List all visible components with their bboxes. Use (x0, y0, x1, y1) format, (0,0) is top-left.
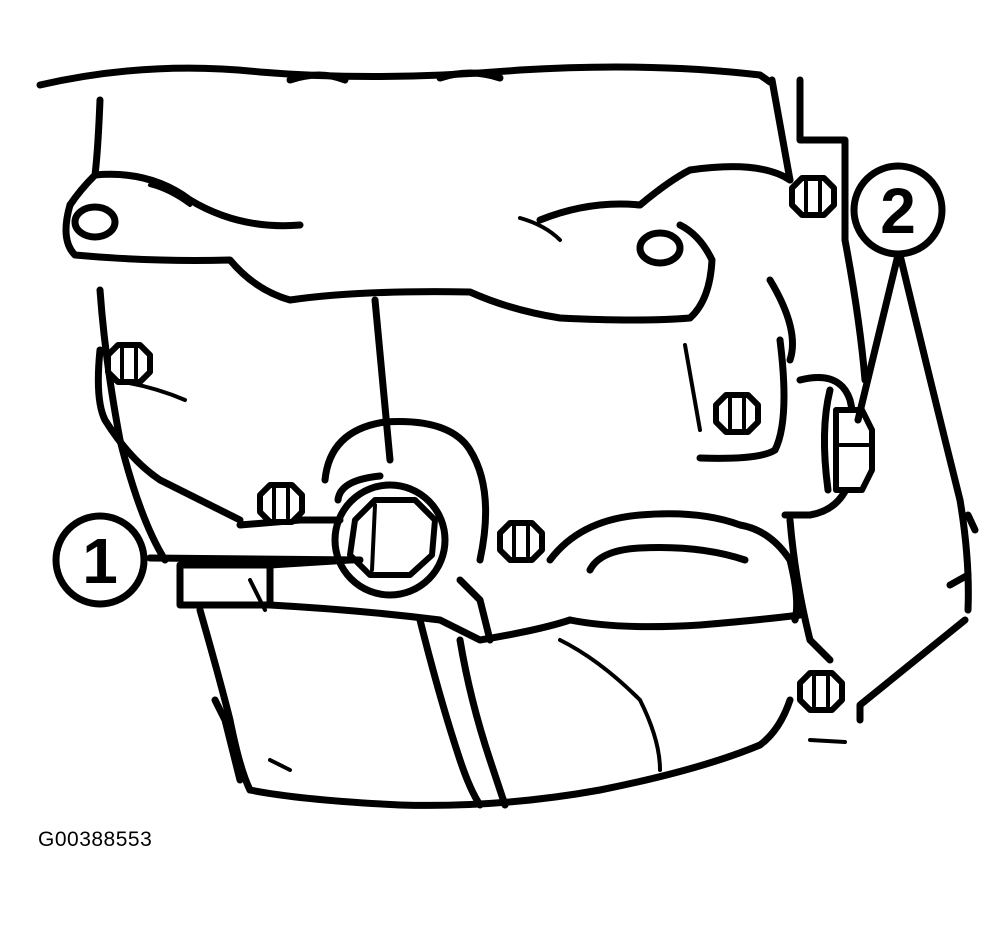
callout-leader-2 (854, 251, 902, 424)
bolt-icon (797, 670, 845, 713)
upper-housing (36, 63, 849, 244)
bolt-icon (105, 342, 153, 385)
mounting-flange (62, 163, 794, 324)
fill-plug (833, 407, 875, 493)
callout-2-label: 2 (880, 175, 916, 247)
callout-1: 1 (52, 512, 148, 608)
fill-plug-boss (781, 374, 875, 519)
transmission-body (94, 276, 796, 564)
bolt-icon (789, 175, 837, 218)
bolt-icon (713, 392, 761, 435)
drain-plug (347, 497, 438, 578)
callout-1-label: 1 (82, 525, 118, 597)
bolt-icon (497, 520, 545, 563)
callout-2: 2 (850, 162, 946, 258)
right-housing-lines (786, 236, 979, 744)
mounting-hole-right (636, 229, 684, 267)
callout-leader-1 (146, 554, 364, 564)
figure-id: G00388553 (38, 828, 153, 851)
bolt-icon (257, 482, 305, 525)
mounting-hole-left (71, 203, 119, 241)
housing-bolts (105, 175, 845, 713)
drain-plug-boss (321, 418, 490, 599)
